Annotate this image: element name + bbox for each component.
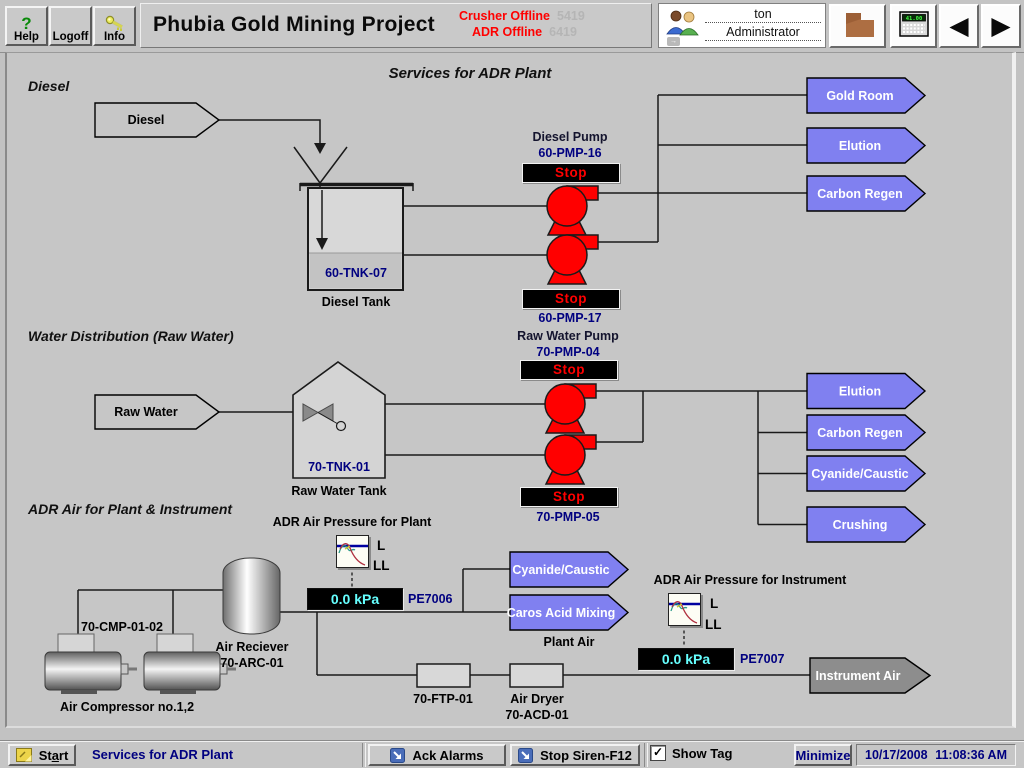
plant-pressure-trend-icon[interactable] — [336, 535, 369, 568]
nav-arrow-caros-acid-mixing-label: Caros Acid Mixing — [507, 606, 616, 620]
nav-arrow-carbon-regen-diesel[interactable]: Carbon Regen — [806, 175, 927, 212]
start-label: Start — [38, 747, 69, 763]
time-display: 11:08:36 AM — [935, 748, 1007, 762]
nav-arrow-cyanide-caustic-water-label: Cyanide/Caustic — [811, 467, 908, 481]
bottom-taskbar: Start Services for ADR Plant Ack Alarms — [0, 740, 1024, 768]
title-panel: Phubia Gold Mining Project Crusher Offli… — [140, 3, 652, 48]
raw-water-pump2-stop-button[interactable]: Stop — [520, 487, 618, 507]
nav-arrow-carbon-regen-diesel-label: Carbon Regen — [817, 187, 902, 201]
alarm-text-1: Crusher Offline — [459, 9, 550, 23]
alarm-code-1: 5419 — [557, 9, 585, 23]
info-button[interactable]: Info — [93, 6, 136, 46]
top-toolbar: ? Help Logoff Info Phubia Gold Mining Pr… — [0, 0, 1024, 53]
ack-alarms-button[interactable]: Ack Alarms — [368, 744, 506, 766]
alarm-banner-line2: ADR Offline 6419 — [472, 25, 577, 39]
nav-arrow-elution-water[interactable]: Elution — [806, 372, 927, 410]
nav-arrow-gold-room[interactable]: Gold Room — [806, 77, 927, 114]
right-arrow-icon: ▶ — [991, 11, 1011, 40]
help-label: Help — [14, 31, 39, 43]
diesel-pump1-stop-button[interactable]: Stop — [522, 163, 620, 183]
instrument-pressure-trend-icon[interactable] — [668, 593, 701, 626]
logoff-label: Logoff — [52, 31, 89, 43]
stop-siren-icon — [518, 747, 534, 763]
instrument-pressure-value: 0.0 kPa — [638, 648, 734, 670]
logoff-button[interactable]: Logoff — [49, 6, 92, 46]
nav-arrow-elution-diesel-label: Elution — [839, 139, 881, 153]
show-tag-checkbox[interactable]: ✓ — [650, 745, 666, 761]
current-screen-name: Services for ADR Plant — [92, 747, 234, 762]
date-display: 10/17/2008 — [865, 748, 928, 762]
page-title: Phubia Gold Mining Project — [153, 13, 435, 36]
folder-icon — [841, 7, 875, 46]
stop-siren-button[interactable]: Stop Siren-F12 — [510, 744, 640, 766]
user-switch-icon: → — [667, 37, 680, 46]
nav-arrow-cyanide-caustic-water[interactable]: Cyanide/Caustic — [806, 455, 927, 492]
alarm-code-2: 6419 — [549, 25, 577, 39]
nav-arrow-instrument-air-label: Instrument Air — [816, 669, 901, 683]
diesel-pump2-stop-button[interactable]: Stop — [522, 289, 620, 309]
calculator-icon: 41.00 — [898, 10, 929, 42]
nav-arrow-crushing[interactable]: Crushing — [806, 506, 927, 543]
show-tag-toggle[interactable]: ✓ Show Tag — [650, 745, 732, 761]
nav-arrow-gold-room-label: Gold Room — [826, 89, 893, 103]
plant-pressure-value: 0.0 kPa — [307, 588, 403, 610]
ack-alarms-icon — [390, 747, 406, 763]
minimize-button[interactable]: Minimize — [794, 744, 852, 766]
show-tag-label: Show Tag — [672, 745, 733, 761]
calculator-button[interactable]: 41.00 — [890, 4, 937, 48]
nav-arrow-elution-diesel[interactable]: Elution — [806, 127, 927, 164]
nav-arrow-carbon-regen-water[interactable]: Carbon Regen — [806, 414, 927, 451]
ack-alarms-label: Ack Alarms — [412, 747, 484, 763]
start-icon — [15, 748, 32, 762]
next-screen-button[interactable]: ▶ — [981, 4, 1021, 48]
nav-arrow-cyanide-caustic-air-label: Cyanide/Caustic — [512, 563, 609, 577]
users-icon — [665, 8, 701, 41]
taskbar-separator-2 — [644, 743, 648, 767]
taskbar-separator — [362, 743, 366, 767]
nav-arrow-carbon-regen-water-label: Carbon Regen — [817, 426, 902, 440]
start-button[interactable]: Start — [8, 744, 76, 766]
nav-arrow-instrument-air[interactable]: Instrument Air — [809, 657, 932, 694]
user-panel[interactable]: → ton Administrator — [658, 3, 826, 48]
nav-arrow-caros-acid-mixing[interactable]: Caros Acid Mixing — [507, 594, 630, 631]
help-button[interactable]: ? Help — [5, 6, 48, 46]
nav-arrow-elution-water-label: Elution — [839, 385, 881, 399]
folder-button[interactable] — [829, 4, 886, 48]
calculator-display: 41.00 — [905, 16, 922, 22]
nav-arrow-cyanide-caustic-air[interactable]: Cyanide/Caustic — [509, 551, 630, 588]
raw-water-pump1-stop-button[interactable]: Stop — [520, 360, 618, 380]
alarm-banner-line1: Crusher Offline 5419 — [459, 9, 585, 23]
help-icon: ? — [21, 14, 32, 33]
alarm-text-2: ADR Offline — [472, 25, 543, 39]
key-icon — [105, 15, 125, 31]
datetime-panel: 10/17/2008 11:08:36 AM — [856, 744, 1016, 766]
stop-siren-label: Stop Siren-F12 — [540, 747, 632, 763]
nav-arrow-crushing-label: Crushing — [833, 518, 888, 532]
user-role: Administrator — [705, 25, 821, 41]
previous-screen-button[interactable]: ◀ — [939, 4, 979, 48]
info-label: Info — [103, 31, 126, 43]
left-arrow-icon: ◀ — [949, 11, 969, 40]
user-name: ton — [705, 7, 821, 23]
